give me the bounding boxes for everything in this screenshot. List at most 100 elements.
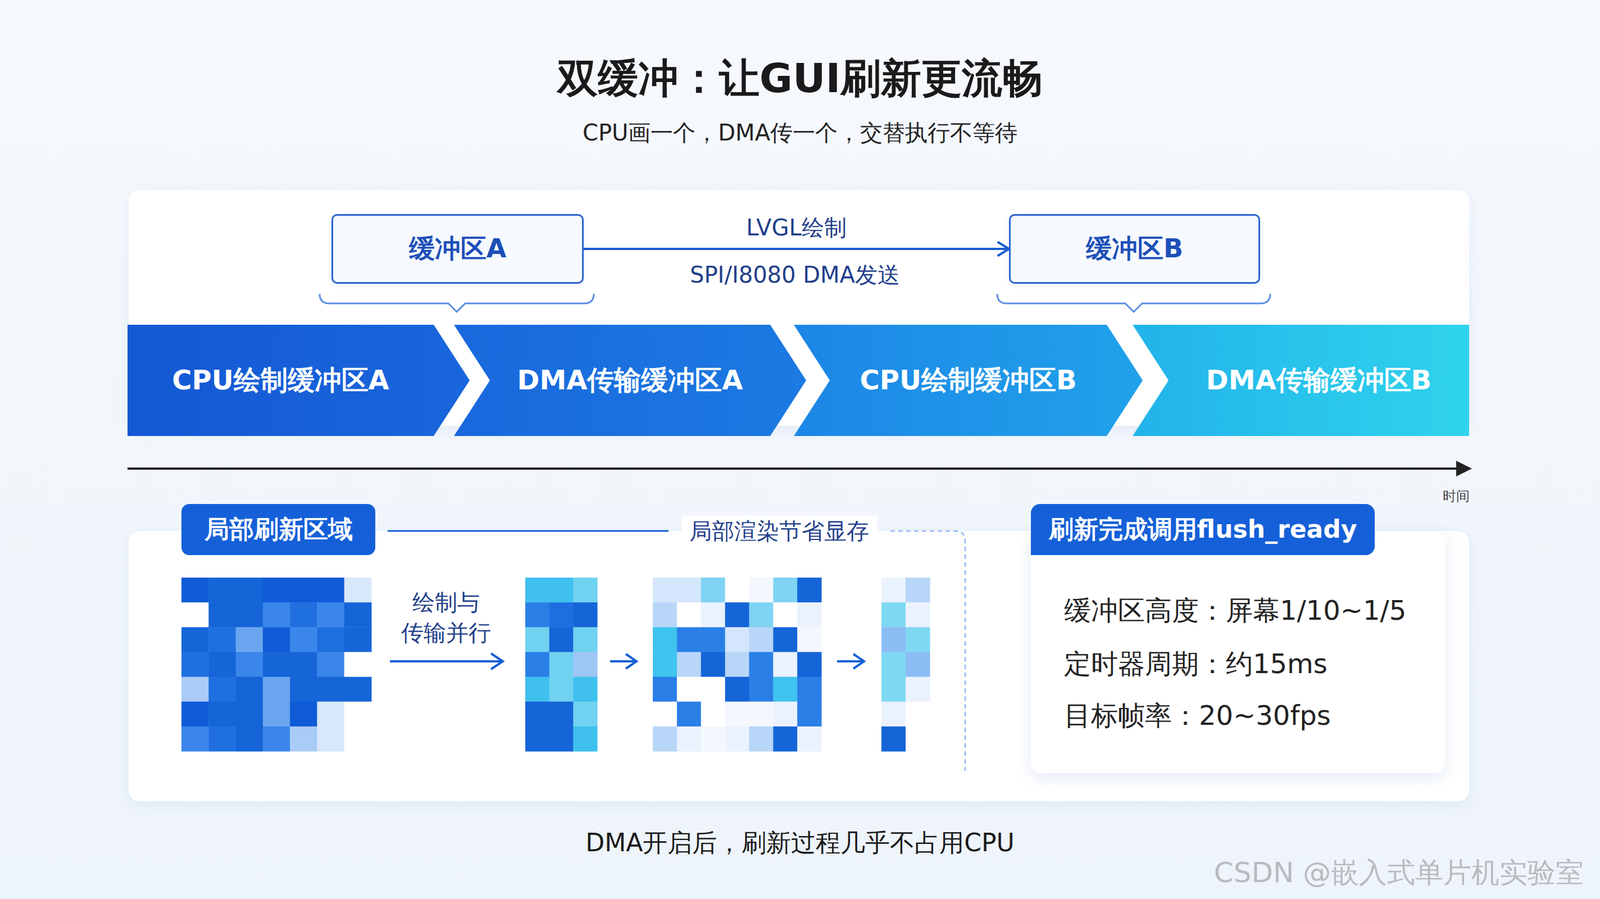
heading-tab: 局部刷新区域 <box>181 503 376 556</box>
pixel-cell <box>773 626 798 653</box>
pixel-cell <box>881 602 907 628</box>
pixel-cell <box>905 626 931 653</box>
pixel-cell <box>701 701 726 727</box>
pixel-cell <box>701 577 726 603</box>
pixel-cell <box>316 577 345 603</box>
pixel-cell <box>701 626 726 653</box>
pixel-cell <box>773 701 798 727</box>
chevron-text-area: CPU绘制缓冲区A <box>127 324 470 436</box>
timeline-axis <box>127 467 1459 470</box>
pixel-cell <box>235 676 264 703</box>
pixel-cell <box>289 726 318 752</box>
pixel-cell <box>725 651 750 677</box>
pixel-cell <box>525 726 550 752</box>
card-line: 缓冲区高度：屏幕1/10~1/5 <box>1064 593 1407 627</box>
pixel-cell <box>235 726 264 752</box>
pixel-cell <box>344 577 372 603</box>
pixel-cell <box>262 577 291 603</box>
pixel-cell <box>701 676 726 703</box>
caption: DMA开启后，刷新过程几乎不占用CPU <box>585 826 1015 860</box>
pixel-cell <box>235 651 264 677</box>
pixel-cell <box>316 676 345 703</box>
pixel-cell <box>725 701 750 727</box>
pixel-cell <box>235 602 264 628</box>
pixel-cell <box>573 626 598 653</box>
pixel-cell <box>748 602 774 628</box>
pixel-cell <box>773 577 798 603</box>
pixel-cell <box>676 577 702 603</box>
process-chevron: CPU绘制缓冲区A <box>127 324 470 436</box>
pixel-cell <box>725 577 750 603</box>
pixel-grids <box>181 577 931 752</box>
pixel-cell <box>344 676 372 703</box>
pixel-cell <box>573 701 598 727</box>
pixel-cell <box>773 602 798 628</box>
pixel-cell <box>344 701 372 727</box>
pixel-cell <box>181 626 209 653</box>
card-tab: 刷新完成调用flush_ready <box>1030 503 1375 556</box>
pixel-cell <box>773 651 798 677</box>
pixel-cell <box>676 626 702 653</box>
pixel-cell <box>525 651 550 677</box>
pixel-cell <box>748 651 774 677</box>
pixel-cell <box>208 651 236 677</box>
pixel-cell <box>262 676 291 703</box>
pixel-cell <box>235 577 264 603</box>
pixel-cell <box>549 577 574 603</box>
process-chevron: DMA传输缓冲区B <box>1132 324 1470 436</box>
pixel-cell <box>289 676 318 703</box>
pixel-cell <box>652 602 677 628</box>
pixel-cell <box>905 651 931 677</box>
pixel-cell <box>235 701 264 727</box>
pixel-cell <box>289 626 318 653</box>
chevron-label: DMA传输缓冲区B <box>1206 362 1432 399</box>
card-line: 目标帧率：20~30fps <box>1064 698 1331 733</box>
pixel-cell <box>652 626 677 653</box>
pixel-cell <box>208 676 236 703</box>
chevron-label: CPU绘制缓冲区B <box>860 362 1077 399</box>
pixel-cell <box>881 651 907 677</box>
pixel-cell <box>573 577 598 603</box>
pixel-cell <box>725 602 750 628</box>
pixel-cell <box>181 726 209 752</box>
pixel-cell <box>797 602 822 628</box>
pixel-cell <box>725 626 750 653</box>
pixel-cell <box>235 626 264 653</box>
annotation: 绘制与 传输并行 <box>389 587 503 648</box>
pixel-cell <box>881 626 907 653</box>
pixel-cell <box>262 602 291 628</box>
pixel-cell <box>316 726 345 752</box>
pixel-cell <box>208 602 236 628</box>
pixel-cell <box>181 602 209 628</box>
pixel-cell <box>525 626 550 653</box>
pixel-cell <box>773 726 798 752</box>
pixel-cell <box>525 701 550 727</box>
pixel-cell <box>676 676 702 703</box>
pixel-cell <box>262 701 291 727</box>
pixel-cell <box>344 726 372 752</box>
pixel-cell <box>905 602 931 628</box>
pixel-cell <box>525 676 550 703</box>
pixel-cell <box>181 676 209 703</box>
pixel-cell <box>797 676 822 703</box>
process-chevron: DMA传输缓冲区A <box>453 324 807 436</box>
pixel-cell <box>748 626 774 653</box>
pixel-cell <box>652 701 677 727</box>
chevron-text-area: CPU绘制缓冲区B <box>793 324 1143 436</box>
chevron-fill <box>453 324 807 436</box>
pixel-cell <box>797 577 822 603</box>
pixel-cell <box>208 701 236 727</box>
pixel-cell <box>797 726 822 752</box>
pixel-cell <box>652 726 677 752</box>
pixel-cell <box>725 676 750 703</box>
pixel-cell <box>549 726 574 752</box>
buffer-box: 缓冲区B <box>1008 214 1261 284</box>
pixel-cell <box>549 651 574 677</box>
pixel-cell <box>181 651 209 677</box>
pixel-cell <box>549 676 574 703</box>
pixel-cell <box>208 726 236 752</box>
timeline-arrowhead <box>1456 460 1472 477</box>
box-label: 缓冲区B <box>1085 231 1184 267</box>
box-label: 缓冲区A <box>408 231 507 267</box>
